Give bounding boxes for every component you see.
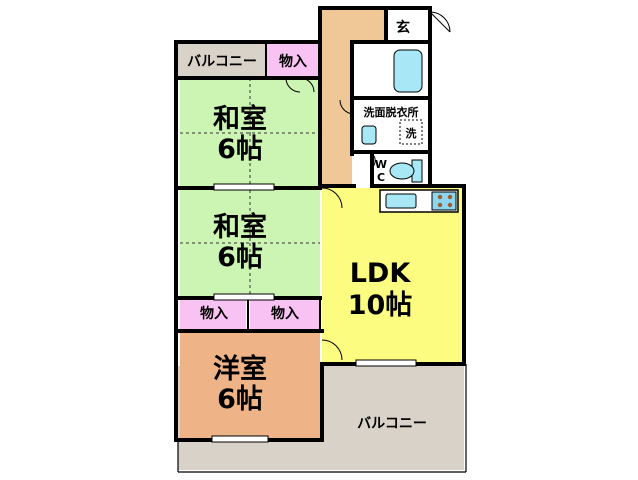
- washitsu-top-name: 和室: [213, 103, 267, 135]
- hallway-upper: [320, 10, 386, 42]
- burner-icon: [447, 194, 453, 200]
- washitsu-top-size: 6帖: [217, 134, 263, 165]
- washer-icon: [399, 119, 423, 145]
- closet-left: [180, 296, 246, 330]
- entrance-label: 玄: [396, 19, 410, 36]
- wc-c-label: C: [377, 171, 385, 184]
- burner-icon: [447, 202, 453, 208]
- yoshitsu-name: 洋室: [213, 353, 267, 385]
- ldk-name: LDK: [350, 258, 412, 289]
- yoshitsu-size: 6帖: [217, 384, 263, 415]
- stove-icon: [431, 191, 457, 211]
- windows: [211, 183, 417, 443]
- burner-icon: [437, 194, 443, 200]
- yoshitsu-room: [180, 332, 320, 438]
- balcony-top: [178, 44, 266, 76]
- balcony-railing: [177, 364, 467, 473]
- walls: [174, 6, 466, 442]
- washbasin-icon: [361, 125, 377, 145]
- ldk-room: [322, 188, 462, 364]
- balcony-bottom-label: バルコニー: [357, 416, 427, 432]
- washer-label: 洗: [406, 126, 417, 140]
- doors: [285, 11, 451, 361]
- closet-left-label: 物入: [200, 305, 228, 322]
- closet-top: [266, 44, 320, 76]
- sink-icon: [385, 193, 417, 209]
- toilet-bowl-icon: [389, 162, 415, 180]
- washitsu-mid-size: 6帖: [217, 242, 263, 273]
- burner-icon: [437, 202, 443, 208]
- bathtub-icon: [393, 49, 423, 93]
- wc-w-label: W: [375, 158, 387, 171]
- entrance: [386, 10, 430, 42]
- tatami-lines: [180, 78, 320, 296]
- closet-top-label: 物入: [279, 53, 307, 70]
- washitsu-mid-name: 和室: [213, 211, 267, 243]
- closet-right-label: 物入: [271, 305, 299, 322]
- ldk-size: 10帖: [348, 290, 413, 321]
- closet-right: [250, 296, 320, 330]
- balcony-top-label: バルコニー: [187, 54, 257, 70]
- washroom-label: 洗面脱衣所: [364, 105, 419, 119]
